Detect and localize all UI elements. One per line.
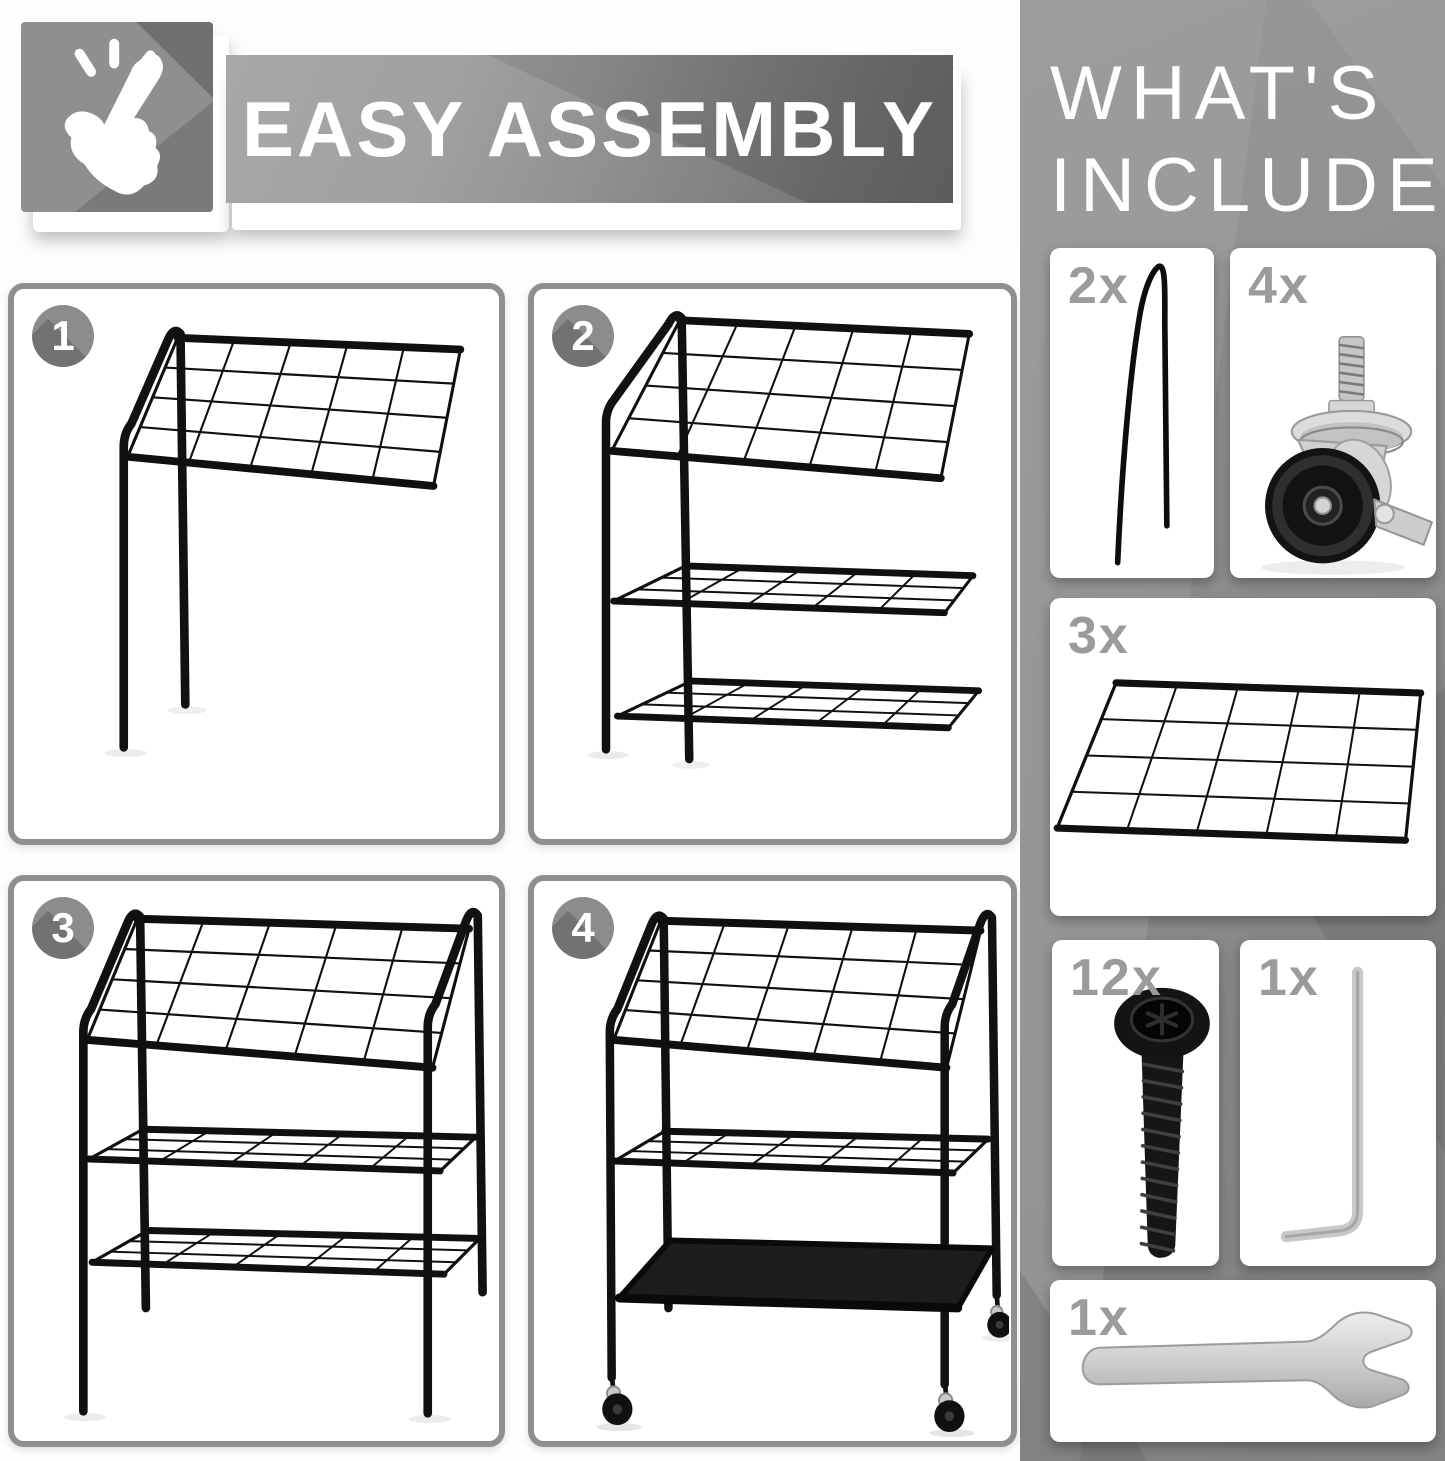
side-frame-wire [601, 311, 694, 764]
step-number: 3 [51, 904, 75, 951]
part-box-wrench: 1x [1050, 1280, 1436, 1442]
wrench-icon [1081, 1311, 1413, 1409]
whats-included-title: WHAT'S INCLUDED [1050, 48, 1445, 232]
whats-included-column: WHAT'S INCLUDED 2x 4x [1020, 0, 1445, 1461]
step-2-badge: 2 [552, 305, 614, 367]
part-box-caster: 4x [1230, 248, 1436, 578]
quantity-label: 2x [1068, 257, 1130, 315]
side-frame-right [940, 909, 1001, 1389]
part-box-allen-key: 1x [1240, 940, 1436, 1266]
step-number: 2 [571, 312, 595, 359]
wire-shelf-middle [611, 1127, 992, 1177]
step-number: 4 [571, 904, 595, 951]
wire-grid-shelf-icon [1053, 679, 1425, 844]
step-3-panel: 3 [8, 875, 505, 1447]
step-2-illustration [587, 311, 983, 769]
step-3-badge: 3 [32, 897, 94, 959]
side-frame-left [605, 911, 673, 1382]
wire-shelf-bottom [88, 1227, 484, 1278]
title-line-2: INCLUDED [1050, 143, 1445, 228]
banner-title: EASY ASSEMBLY [242, 85, 937, 173]
quantity-label: 1x [1258, 949, 1320, 1007]
allen-key-icon [1280, 966, 1364, 1243]
part-box-wire-shelf: 3x [1050, 598, 1436, 916]
part-box-screw: 12x [1052, 940, 1219, 1266]
part-box-side-frame: 2x [1050, 248, 1214, 578]
wire-shelf-top [607, 316, 974, 483]
title-line-1: WHAT'S [1050, 51, 1388, 136]
easy-assembly-icon-card [21, 22, 213, 212]
screw-icon [1114, 987, 1210, 1258]
caster-rear-right [982, 1291, 1009, 1342]
wire-shelf-top [83, 914, 473, 1072]
side-frame-left [79, 909, 151, 1416]
step-1-panel: 1 [8, 283, 505, 845]
quantity-label: 12x [1070, 949, 1163, 1007]
quantity-label: 4x [1248, 257, 1310, 315]
snap-fingers-icon [64, 38, 163, 195]
step-1-illustration [104, 326, 465, 758]
easy-assembly-banner: EASY ASSEMBLY [226, 55, 953, 203]
step-4-illustration [596, 909, 1009, 1438]
step-number: 1 [51, 312, 75, 359]
side-frame-wire [119, 326, 190, 752]
caster-front-left [596, 1373, 642, 1432]
step-4-badge: 4 [552, 897, 614, 959]
wire-shelf-middle [85, 1125, 480, 1175]
side-frame-icon [1114, 263, 1170, 566]
wire-shelf-bottom [614, 677, 983, 732]
step-1-badge: 1 [32, 305, 94, 367]
step-3-illustration [64, 907, 487, 1424]
wire-shelf-top [123, 333, 465, 490]
step-4-panel: 4 [528, 875, 1017, 1447]
step-2-panel: 2 [528, 283, 1017, 845]
caster-front-right [929, 1380, 975, 1438]
wire-shelf-top [609, 916, 985, 1072]
wire-shelf-middle [610, 562, 977, 617]
quantity-label: 1x [1068, 1289, 1130, 1347]
quantity-label: 3x [1068, 607, 1130, 665]
caster-wheel-icon [1260, 336, 1433, 575]
